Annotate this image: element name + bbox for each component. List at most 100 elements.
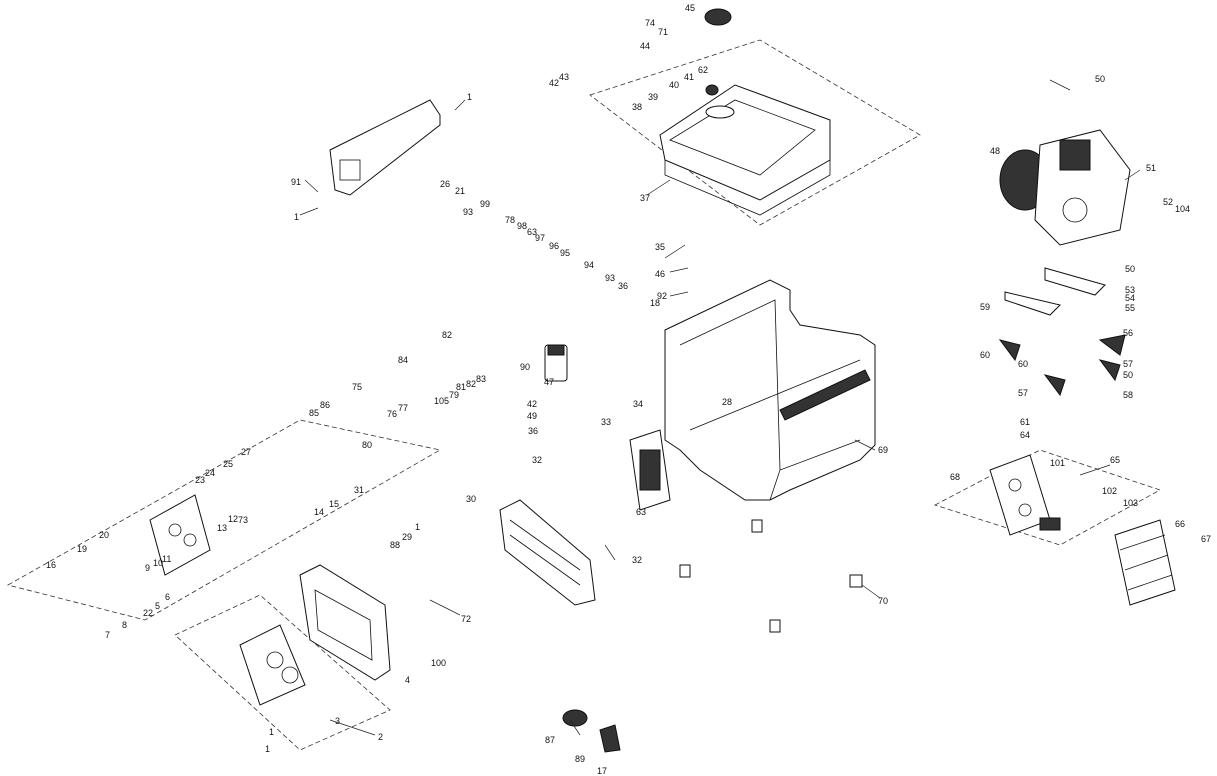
part-label: 46 xyxy=(655,269,665,279)
part-label: 79 xyxy=(449,390,459,400)
part-label: 8 xyxy=(122,620,127,630)
part-label: 89 xyxy=(575,754,585,764)
part-label: 21 xyxy=(455,186,465,196)
part-label: 34 xyxy=(633,399,643,409)
front-panel xyxy=(239,624,306,706)
leader-lines xyxy=(299,79,1141,736)
part-label: 75 xyxy=(352,382,362,392)
part-label: 30 xyxy=(466,494,476,504)
part-label: 9 xyxy=(145,563,150,573)
part-label: 68 xyxy=(950,472,960,482)
part-label: 51 xyxy=(1146,163,1156,173)
part-label: 55 xyxy=(1125,303,1135,313)
part-label: 11 xyxy=(162,554,171,564)
pull-handle xyxy=(562,709,621,753)
part-label: 2 xyxy=(378,732,383,742)
part-label: 52 xyxy=(1163,197,1173,207)
part-labels: 1 1 1 1 1 2 3 4 5 6 7 8 9 10 11 12 13 14… xyxy=(46,3,1211,776)
grill-panel xyxy=(499,499,596,606)
part-label: 1 xyxy=(294,212,299,222)
control-board xyxy=(629,429,671,511)
part-label: 93 xyxy=(463,207,473,217)
part-label: 83 xyxy=(476,374,486,384)
part-label: 42 xyxy=(549,78,559,88)
part-label: 27 xyxy=(241,447,251,457)
part-label: 37 xyxy=(640,193,650,203)
part-label: 91 xyxy=(291,177,301,187)
part-label: 82 xyxy=(466,379,476,389)
part-label: 60 xyxy=(1018,359,1028,369)
part-label: 44 xyxy=(640,41,650,51)
part-label: 38 xyxy=(632,102,642,112)
fuel-cap xyxy=(704,8,732,26)
part-label: 57 xyxy=(1123,359,1133,369)
part-label: 70 xyxy=(878,596,888,606)
part-label: 80 xyxy=(362,440,372,450)
part-label: 69 xyxy=(878,445,888,455)
part-label: 101 xyxy=(1050,458,1065,468)
filter-part xyxy=(705,84,719,96)
part-label: 98 xyxy=(517,221,527,231)
rubber-feet xyxy=(679,519,863,633)
part-label: 29 xyxy=(402,532,412,542)
part-label: 1 xyxy=(467,92,472,102)
part-label: 63 xyxy=(636,507,646,517)
part-label: 47 xyxy=(544,377,554,387)
part-label: 33 xyxy=(601,417,611,427)
part-label: 1 xyxy=(415,522,420,532)
part-label: 49 xyxy=(527,411,537,421)
part-label: 65 xyxy=(1110,455,1120,465)
part-label: 103 xyxy=(1123,498,1138,508)
part-label: 60 xyxy=(980,350,990,360)
part-label: 48 xyxy=(990,146,1000,156)
part-label: 102 xyxy=(1102,486,1117,496)
part-label: 66 xyxy=(1175,519,1185,529)
part-label: 104 xyxy=(1175,204,1190,214)
part-label: 67 xyxy=(1201,534,1211,544)
part-label: 50 xyxy=(1123,370,1133,380)
part-label: 28 xyxy=(722,397,732,407)
part-label: 41 xyxy=(684,72,694,82)
part-label: 1 xyxy=(269,727,274,737)
part-label: 99 xyxy=(480,199,490,209)
part-label: 22 xyxy=(143,608,153,618)
part-label: 53 xyxy=(1125,285,1135,295)
part-label: 59 xyxy=(980,302,990,312)
part-label: 36 xyxy=(618,281,628,291)
part-label: 13 xyxy=(217,523,227,533)
part-label: 71 xyxy=(658,27,668,37)
fuel-tank xyxy=(659,84,831,216)
part-label: 90 xyxy=(520,362,530,372)
part-label: 50 xyxy=(1095,74,1105,84)
part-label: 18 xyxy=(650,298,660,308)
part-label: 17 xyxy=(597,766,607,776)
part-label: 61 xyxy=(1020,417,1030,427)
part-label: 87 xyxy=(545,735,555,745)
part-label: 35 xyxy=(655,242,665,252)
part-label: 5 xyxy=(155,601,160,611)
part-label: 88 xyxy=(390,540,400,550)
part-label: 94 xyxy=(584,260,594,270)
part-label: 23 xyxy=(195,475,205,485)
part-label: 78 xyxy=(505,215,515,225)
part-label: 82 xyxy=(442,330,452,340)
part-label: 84 xyxy=(398,355,408,365)
part-label: 19 xyxy=(77,544,87,554)
part-label: 36 xyxy=(528,426,538,436)
part-label: 26 xyxy=(440,179,450,189)
part-label: 50 xyxy=(1125,264,1135,274)
part-label: 95 xyxy=(560,248,570,258)
part-label: 73 xyxy=(238,515,248,525)
part-label: 74 xyxy=(645,18,655,28)
part-label: 56 xyxy=(1123,328,1133,338)
part-label: 20 xyxy=(99,530,109,540)
mount-brackets xyxy=(998,267,1126,397)
part-label: 105 xyxy=(434,396,449,406)
part-label: 72 xyxy=(461,614,471,624)
part-label: 32 xyxy=(632,555,642,565)
part-label: 100 xyxy=(431,658,446,668)
part-label: 96 xyxy=(549,241,559,251)
part-label: 62 xyxy=(698,65,708,75)
part-label: 45 xyxy=(685,3,695,13)
